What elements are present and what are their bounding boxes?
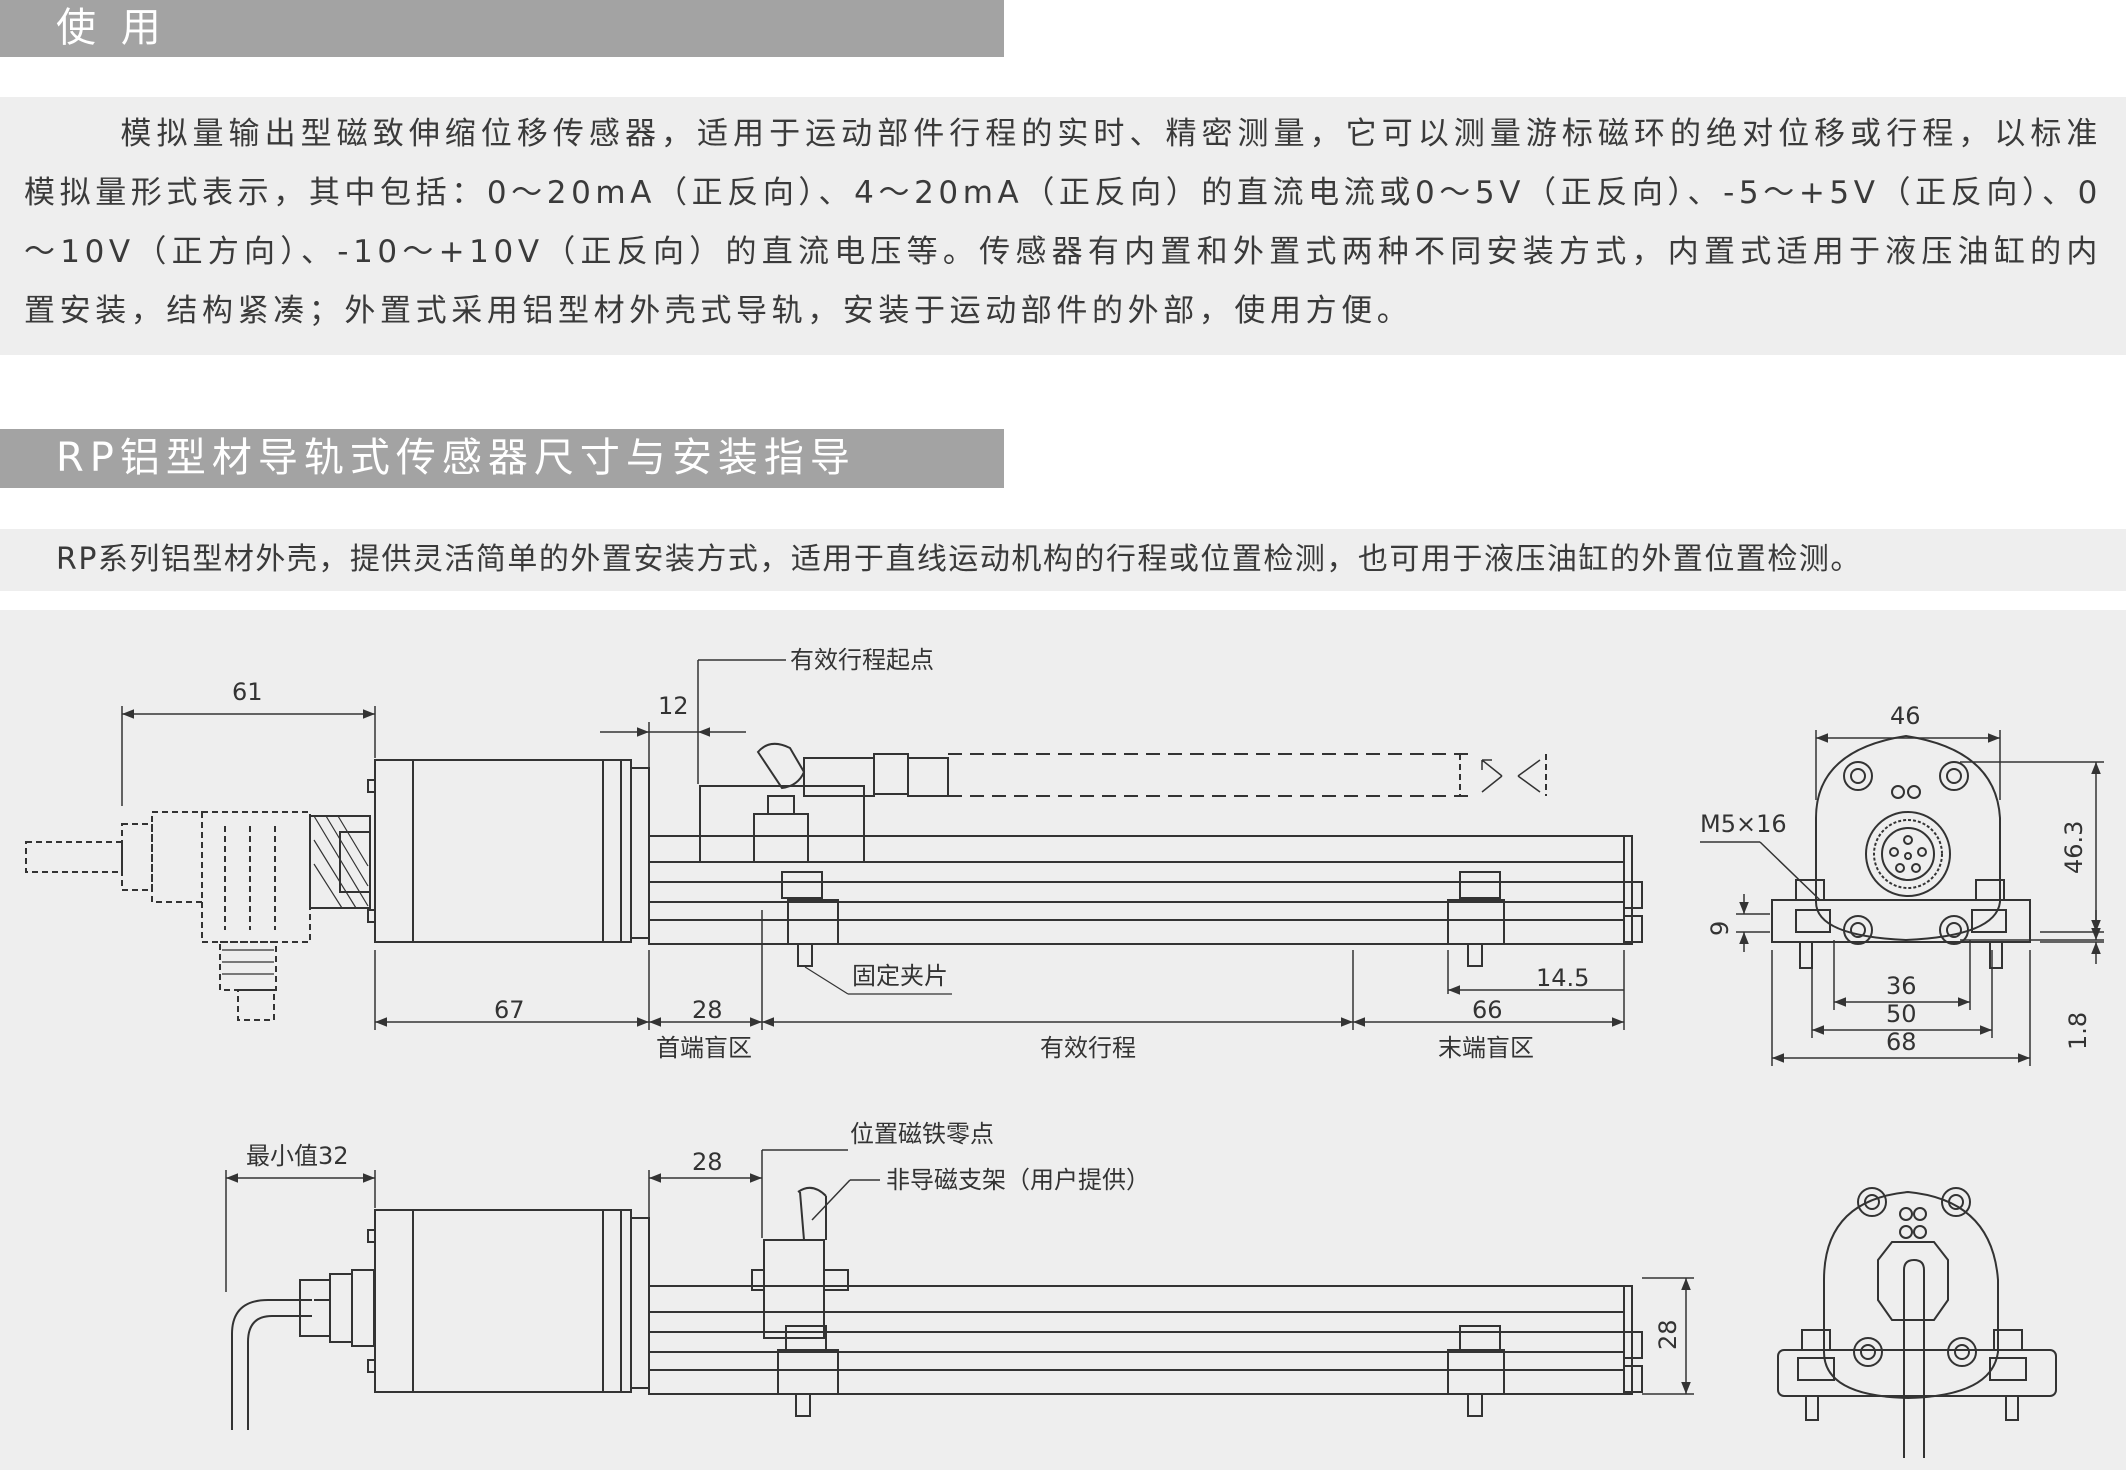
dim-9: 9 [1706,921,1734,936]
section-title-rp: RP铝型材导轨式传感器尺寸与安装指导 [0,429,1004,488]
dim-14-5: 14.5 [1536,964,1589,992]
usage-paragraph: 模拟量输出型磁致伸缩位移传感器，适用于运动部件行程的实时、精密测量，它可以测量游… [0,105,2126,341]
end-view-top [1771,734,2031,969]
dimension-drawing: 61 12 有效行程起点 固定夹片 67 28 66 14.5 首端盲区 有效行… [0,610,2126,1470]
dim-66: 66 [1472,996,1503,1024]
label-screw: M5×16 [1700,810,1787,838]
dim-68: 68 [1886,1028,1917,1056]
top-view-dimensions [121,659,1625,1030]
label-head-dead-zone: 首端盲区 [656,1034,752,1062]
dim-46-3: 46.3 [2060,821,2088,874]
rp-text-block: RP系列铝型材外壳，提供灵活简单的外置安装方式，适用于直线运动机构的行程或位置检… [0,529,2126,591]
dim-28-bottom: 28 [692,1148,723,1176]
dim-1-8: 1.8 [2064,1012,2092,1050]
label-magnet-zero: 位置磁铁零点 [850,1120,994,1148]
label-stroke-start: 有效行程起点 [790,646,934,674]
dim-50: 50 [1886,1000,1917,1028]
dim-36: 36 [1886,972,1917,1000]
label-clamp: 固定夹片 [852,962,948,990]
dim-61: 61 [232,678,263,706]
label-tail-dead-zone: 末端盲区 [1438,1034,1534,1062]
dim-46: 46 [1890,702,1921,730]
dim-28-height: 28 [1654,1319,1682,1350]
dim-67: 67 [494,996,525,1024]
dim-12: 12 [658,692,689,720]
usage-text-block: 模拟量输出型磁致伸缩位移传感器，适用于运动部件行程的实时、精密测量，它可以测量游… [0,97,2126,355]
dimension-drawing-svg: 61 12 有效行程起点 固定夹片 67 28 66 14.5 首端盲区 有效行… [25,646,2104,1458]
top-view-sensor [25,742,1643,1021]
section-title-usage-text: 使 用 [56,5,167,51]
label-effective-stroke: 有效行程 [1040,1034,1136,1062]
dim-28-top: 28 [692,996,723,1024]
bottom-view-sensor [231,1186,1643,1430]
rp-paragraph: RP系列铝型材外壳，提供灵活简单的外置安装方式，适用于直线运动机构的行程或位置检… [56,542,1862,577]
label-bracket: 非导磁支架（用户提供） [886,1166,1150,1194]
end-view-bottom [1777,1187,2057,1458]
section-title-rp-text: RP铝型材导轨式传感器尺寸与安装指导 [56,435,856,481]
end-view-dimensions [1700,730,2104,1066]
usage-paragraph-text: 模拟量输出型磁致伸缩位移传感器，适用于运动部件行程的实时、精密测量，它可以测量游… [24,116,2102,329]
dim-min-32: 最小值32 [246,1142,349,1170]
bottom-view-dimensions [225,1149,1694,1395]
section-title-usage: 使 用 [0,0,1004,57]
